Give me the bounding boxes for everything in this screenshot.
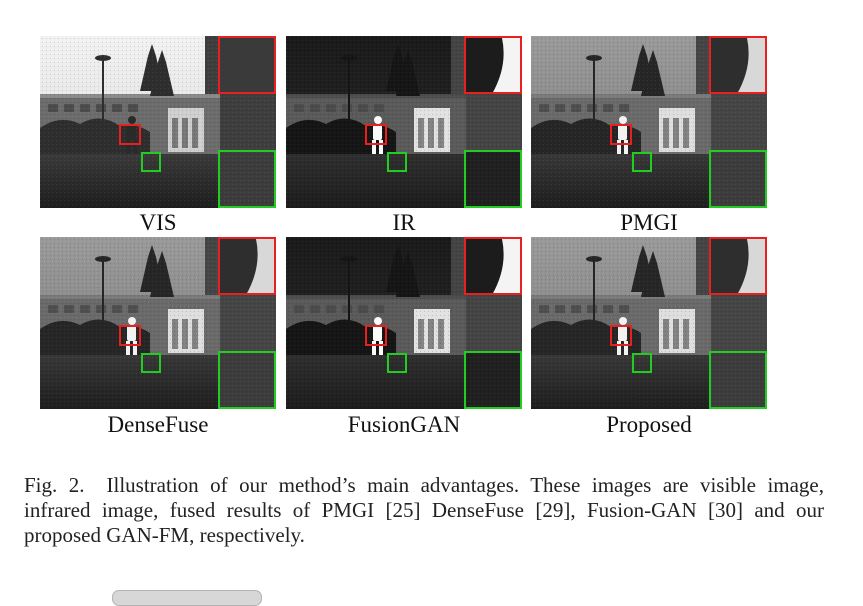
label-pmgi: PMGI xyxy=(620,210,678,235)
caption-text: Illustration of our method’s main advant… xyxy=(24,473,825,547)
label-vis: VIS xyxy=(139,210,177,235)
panel-proposed xyxy=(531,237,767,409)
label-densefuse: DenseFuse xyxy=(107,412,209,437)
partial-tab-element[interactable] xyxy=(112,590,262,606)
label-proposed: Proposed xyxy=(606,412,692,437)
label-fusiongan: FusionGAN xyxy=(347,412,461,437)
panel-pmgi xyxy=(531,36,767,208)
figure-caption: Fig. 2.Illustration of our method’s main… xyxy=(24,473,824,548)
label-ir: IR xyxy=(392,210,416,235)
panel-ir xyxy=(286,36,522,208)
panel-fusiongan xyxy=(286,237,522,409)
figure-number: Fig. 2. xyxy=(24,473,85,497)
panel-densefuse xyxy=(40,237,276,409)
panel-vis xyxy=(40,36,276,208)
